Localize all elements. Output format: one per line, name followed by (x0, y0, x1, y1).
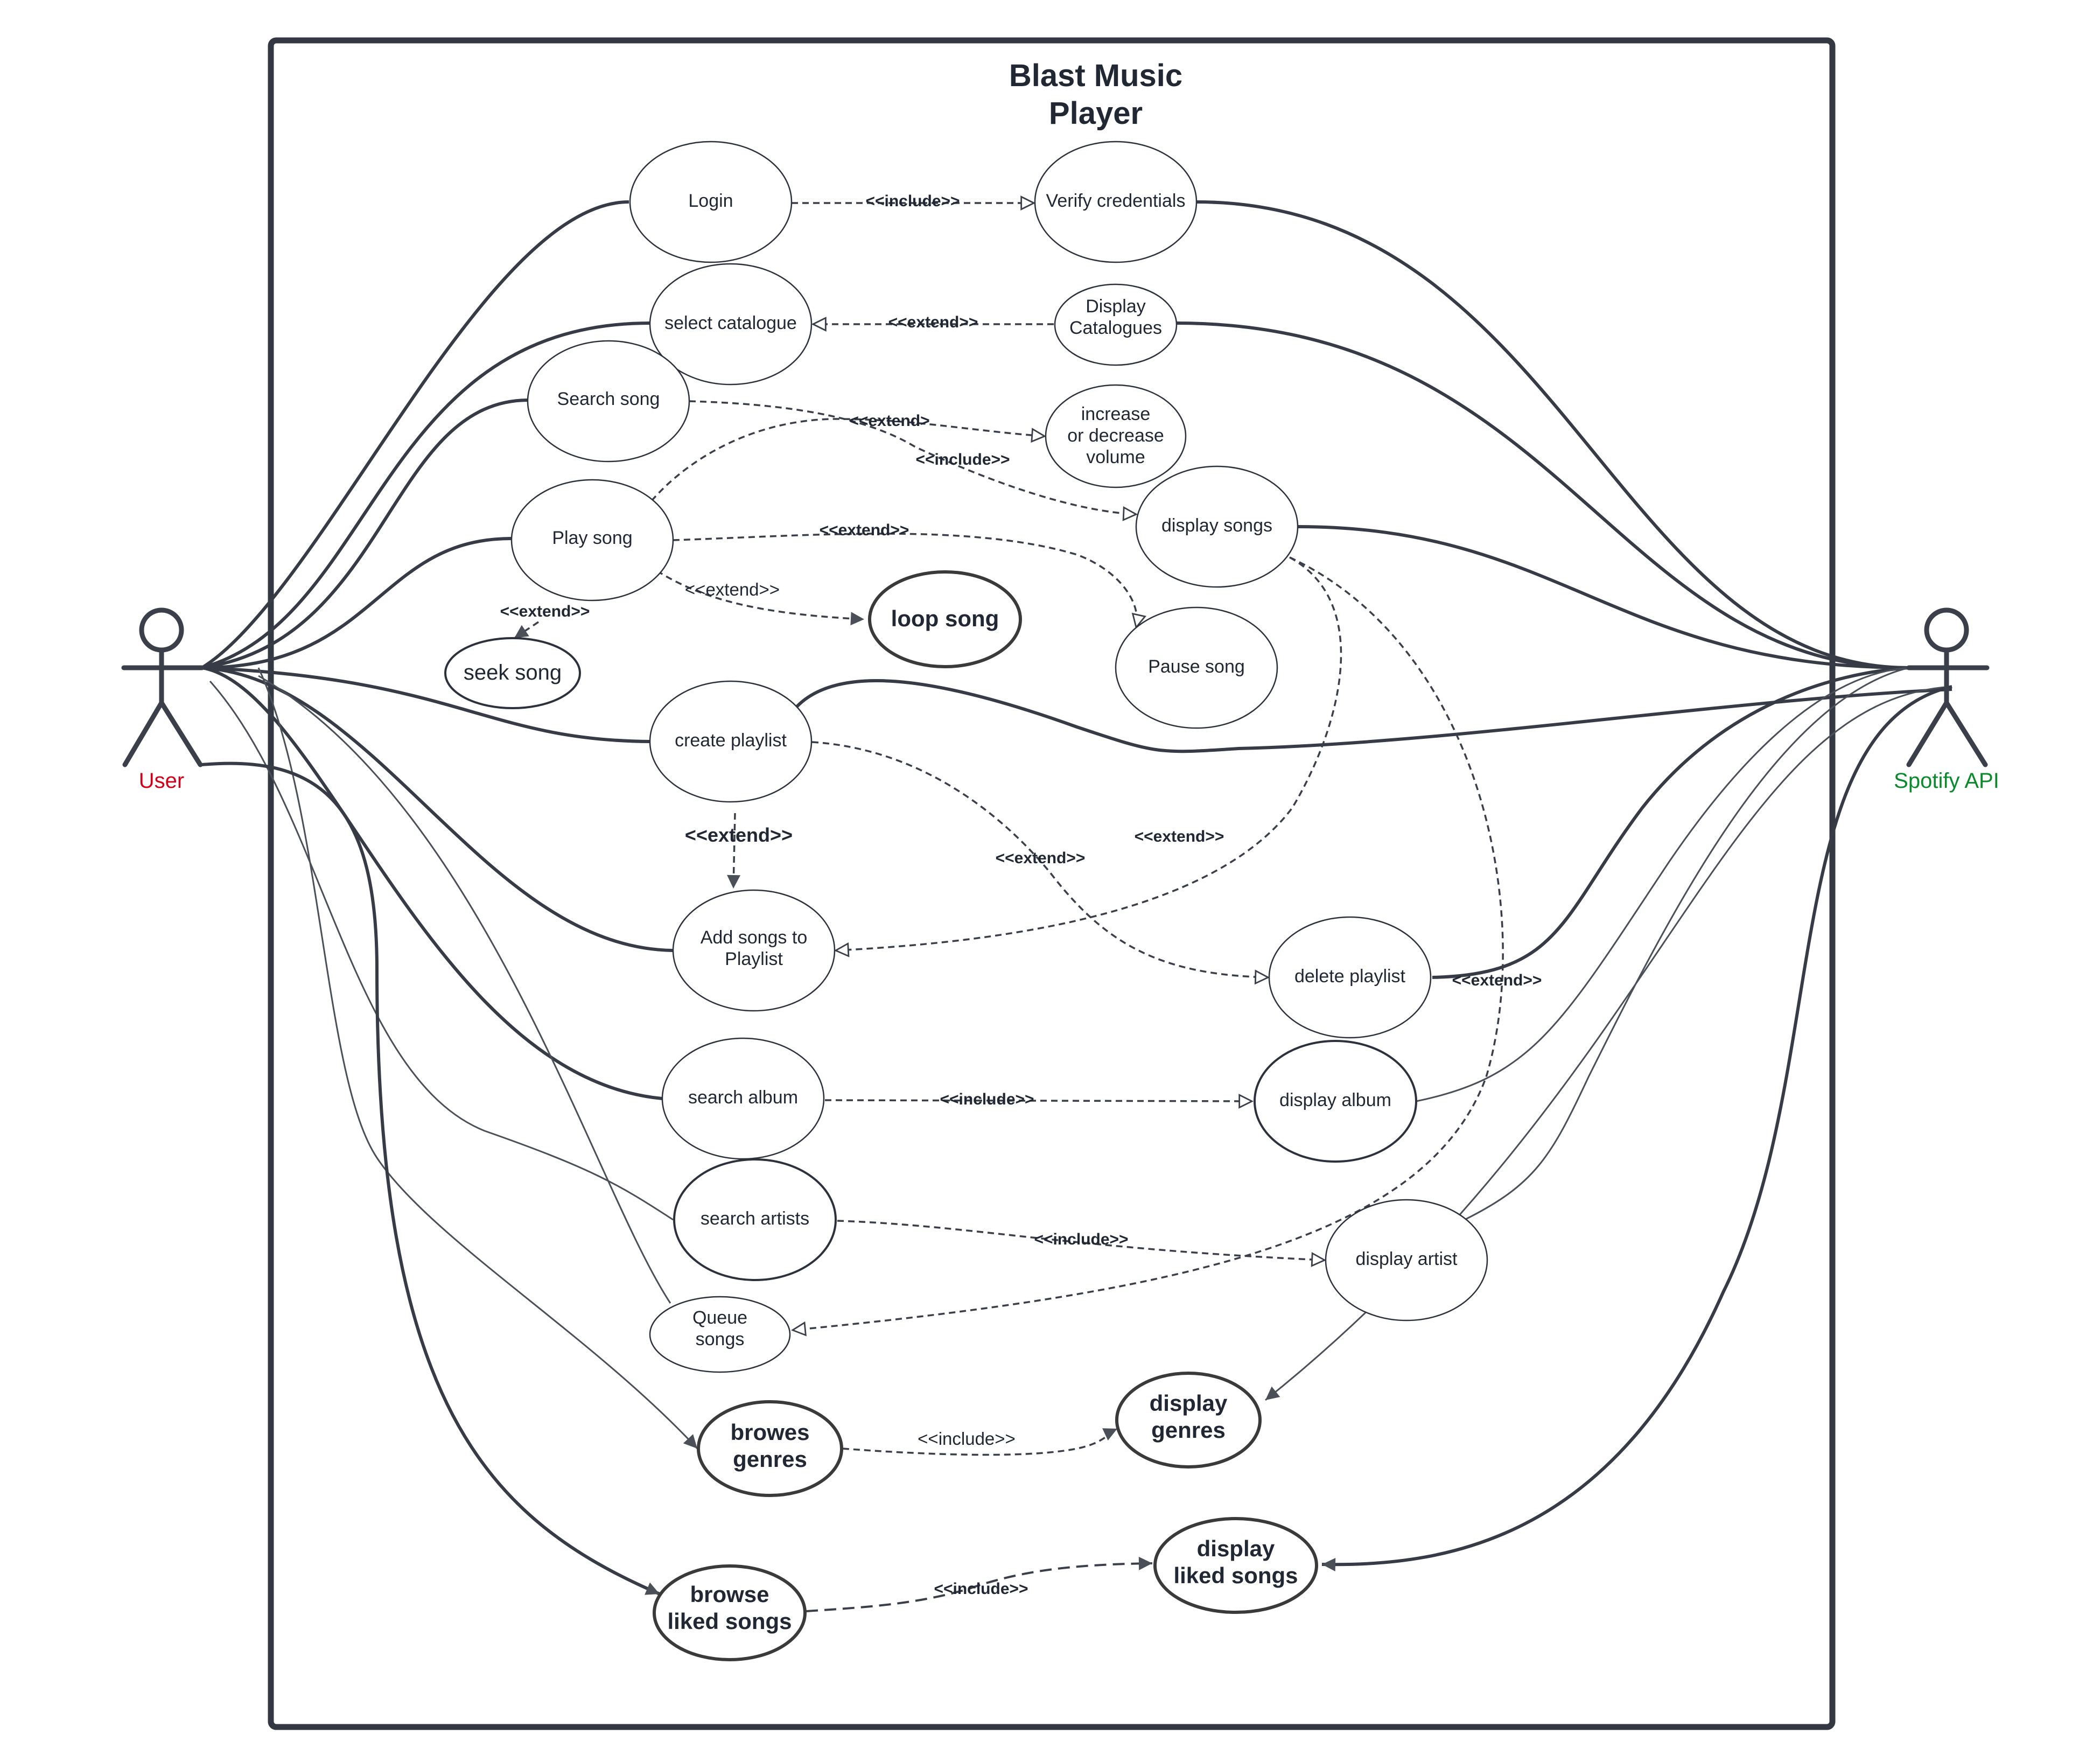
user-associations (201, 200, 698, 1596)
api-head-icon (1924, 607, 1969, 653)
svg-text:or decrease: or decrease (1067, 425, 1164, 446)
actor-user-label: User (139, 769, 184, 793)
use-case-seek-song[interactable]: seek song (444, 637, 581, 709)
label-liked-include: <<include>> (934, 1580, 1028, 1598)
svg-text:create playlist: create playlist (675, 730, 787, 751)
use-case-browse-genres[interactable]: browes genres (697, 1400, 843, 1497)
svg-text:Pause song: Pause song (1148, 656, 1245, 677)
actor-spotify-api[interactable]: Spotify API (1894, 607, 1999, 793)
label-seek-extend: <<extend>> (500, 603, 590, 620)
dependencies (514, 203, 1504, 1612)
system-title: Blast Music (1009, 58, 1182, 93)
use-case-pause-song[interactable]: Pause song (1115, 606, 1278, 729)
label-queue-extend: <<extend>> (1452, 971, 1542, 989)
svg-text:display album: display album (1279, 1090, 1391, 1110)
use-case-display-artist[interactable]: display artist (1325, 1199, 1488, 1322)
svg-text:liked songs: liked songs (667, 1609, 792, 1634)
svg-text:select catalogue: select catalogue (664, 313, 797, 333)
svg-text:songs: songs (696, 1329, 745, 1350)
label-delete-extend: <<extend>> (996, 849, 1086, 867)
svg-text:display songs: display songs (1161, 515, 1272, 536)
use-case-select-catalogue[interactable]: select catalogue (649, 263, 813, 386)
svg-text:genres: genres (733, 1446, 807, 1472)
actor-api-label: Spotify API (1894, 769, 1999, 793)
label-add-extend: <<extend>> (685, 824, 793, 846)
svg-text:Search song: Search song (557, 389, 660, 409)
svg-text:Display: Display (1086, 296, 1145, 317)
use-cases: Login Verify credentials select catalogu… (444, 141, 1488, 1661)
svg-text:search artists: search artists (701, 1208, 809, 1229)
use-case-display-album[interactable]: display album (1254, 1040, 1417, 1163)
svg-text:Playlist: Playlist (725, 949, 783, 969)
use-case-browse-liked-songs[interactable]: browse liked songs (653, 1564, 807, 1661)
system-boundary (268, 37, 1836, 1730)
user-head-icon (139, 607, 184, 653)
label-album-include: <<include>> (940, 1090, 1034, 1108)
use-case-search-song[interactable]: Search song (527, 340, 690, 463)
svg-text:display: display (1197, 1536, 1275, 1561)
use-case-loop-song[interactable]: loop song (868, 570, 1022, 668)
label-volume-extend: <<extend> (849, 412, 929, 430)
use-case-search-artists[interactable]: search artists (673, 1158, 837, 1281)
label-artist-include: <<include>> (1034, 1230, 1128, 1248)
label-display-add-extend: <<extend>> (1135, 828, 1224, 845)
svg-text:Login: Login (688, 191, 733, 211)
relation-labels: <<include>> <<extend>> <<extend> <<inclu… (500, 192, 1542, 1598)
svg-text:Add songs to: Add songs to (701, 927, 807, 948)
use-case-queue-songs[interactable]: Queue songs (649, 1296, 791, 1373)
label-login-include: <<include>> (865, 192, 960, 210)
use-case-display-songs[interactable]: display songs (1135, 465, 1299, 588)
svg-text:Play song: Play song (552, 528, 632, 548)
svg-text:browse: browse (690, 1582, 769, 1607)
svg-text:genres: genres (1151, 1417, 1226, 1443)
svg-text:Catalogues: Catalogues (1069, 318, 1162, 338)
actor-user[interactable]: User (121, 607, 205, 793)
svg-text:liked songs: liked songs (1173, 1563, 1298, 1588)
use-case-play-song[interactable]: Play song (510, 479, 674, 602)
use-case-create-playlist[interactable]: create playlist (649, 680, 813, 803)
use-case-delete-playlist[interactable]: delete playlist (1268, 916, 1432, 1039)
svg-text:display: display (1150, 1390, 1228, 1416)
label-loop-extend: <<extend>> (685, 579, 780, 599)
use-case-display-genres[interactable]: display genres (1115, 1372, 1262, 1469)
use-case-verify-credentials[interactable]: Verify credentials (1034, 141, 1198, 263)
svg-text:volume: volume (1086, 447, 1145, 467)
svg-text:loop song: loop song (891, 606, 999, 631)
svg-text:seek song: seek song (464, 661, 562, 684)
api-associations (795, 200, 1952, 1572)
svg-text:search album: search album (688, 1087, 798, 1108)
label-catalogue-extend: <<extend>> (888, 313, 978, 331)
use-case-login[interactable]: Login (629, 141, 793, 263)
svg-text:Queue: Queue (692, 1307, 747, 1328)
label-search-include: <<include>> (915, 451, 1010, 469)
svg-text:delete playlist: delete playlist (1294, 966, 1406, 987)
svg-text:display artist: display artist (1356, 1249, 1458, 1269)
use-case-add-songs-to-playlist[interactable]: Add songs to Playlist (672, 889, 836, 1012)
use-case-display-catalogues[interactable]: Display Catalogues (1054, 283, 1178, 366)
use-case-volume[interactable]: increase or decrease volume (1045, 384, 1187, 488)
svg-text:increase: increase (1081, 404, 1151, 424)
system-title-line2: Player (1049, 96, 1143, 131)
label-genres-include: <<include>> (918, 1429, 1016, 1449)
use-case-display-liked-songs[interactable]: display liked songs (1153, 1517, 1318, 1614)
svg-text:browes: browes (730, 1420, 809, 1445)
use-case-search-album[interactable]: search album (661, 1037, 825, 1160)
label-pause-extend: <<extend>> (820, 521, 909, 539)
svg-text:Verify credentials: Verify credentials (1046, 191, 1186, 211)
